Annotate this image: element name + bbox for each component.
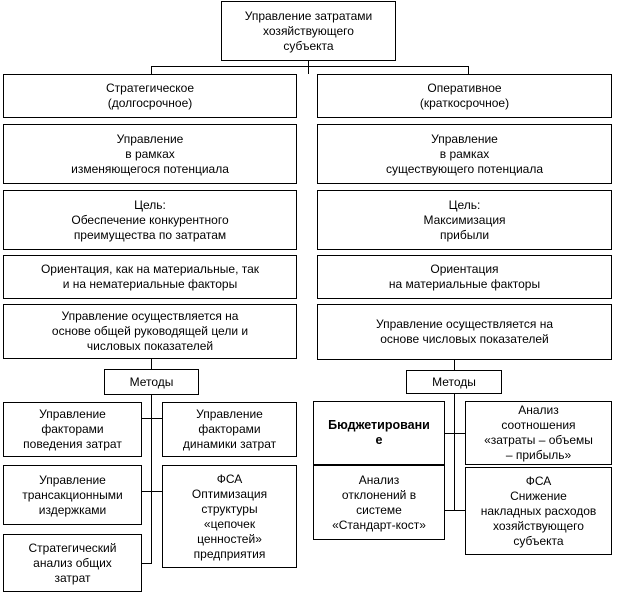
strategic-label: Стратегическое (долгосрочное)	[105, 81, 195, 110]
strategic-orientation-box: Ориентация, как на материальные, так и н…	[3, 255, 297, 299]
operative-method-fsa-label: ФСА Снижение накладных расходов хозяйств…	[480, 473, 597, 548]
connector-line	[468, 66, 469, 74]
operative-orientation-label: Ориентация на материальные факторы	[388, 262, 541, 291]
connector-line	[308, 61, 309, 74]
operative-method-cvp: Анализ соотношения «затраты – объемы – п…	[465, 401, 612, 465]
operative-method-budgeting-label: Бюджетировани е	[328, 418, 430, 447]
root-box: Управление затратами хозяйствующего субъ…	[221, 1, 396, 61]
connector-line	[445, 510, 465, 511]
strategic-method-transaction-label: Управление трансакционными издержками	[22, 472, 123, 517]
strategic-method-transaction: Управление трансакционными издержками	[3, 465, 142, 525]
strategic-method-behavior-label: Управление факторами поведения затрат	[23, 407, 122, 451]
operative-control-label: Управление осуществляется на основе числ…	[376, 317, 553, 346]
strategic-methods-label: Методы	[129, 374, 174, 389]
strategic-method-fsa: ФСА Оптимизация структуры «цепочек ценно…	[162, 465, 297, 568]
root-label: Управление затратами хозяйствующего субъ…	[244, 8, 373, 53]
operative-box: Оперативное (краткосрочное)	[317, 74, 612, 118]
connector-line	[142, 491, 162, 492]
operative-method-cvp-label: Анализ соотношения «затраты – объемы – п…	[484, 403, 593, 462]
operative-method-budgeting: Бюджетировани е	[313, 401, 445, 465]
connector-line	[151, 359, 152, 369]
strategic-goal-box: Цель: Обеспечение конкурентного преимуще…	[3, 190, 297, 250]
connector-line	[151, 66, 468, 67]
connector-line	[454, 360, 455, 370]
operative-method-fsa: ФСА Снижение накладных расходов хозяйств…	[465, 467, 612, 555]
strategic-methods-box: Методы	[104, 369, 199, 395]
operative-control-box: Управление осуществляется на основе числ…	[317, 304, 612, 360]
strategic-box: Стратегическое (долгосрочное)	[3, 74, 297, 118]
strategic-control-box: Управление осуществляется на основе обще…	[3, 304, 297, 359]
strategic-management-box: Управление в рамках изменяющегося потенц…	[3, 124, 297, 184]
operative-methods-label: Методы	[432, 374, 476, 389]
connector-line	[151, 395, 152, 563]
strategic-method-analysis: Стратегический анализ общих затрат	[3, 534, 142, 592]
strategic-method-analysis-label: Стратегический анализ общих затрат	[28, 540, 117, 585]
strategic-control-label: Управление осуществляется на основе обще…	[51, 309, 249, 353]
operative-method-standard-cost-label: Анализ отклонений в системе «Стандарт-ко…	[332, 472, 426, 532]
connector-line	[142, 563, 152, 564]
connector-line	[445, 433, 465, 434]
operative-method-standard-cost: Анализ отклонений в системе «Стандарт-ко…	[313, 465, 445, 540]
operative-orientation-box: Ориентация на материальные факторы	[317, 255, 612, 299]
connector-line	[151, 66, 152, 74]
operative-goal-box: Цель: Максимизация прибыли	[317, 190, 612, 250]
strategic-method-behavior: Управление факторами поведения затрат	[3, 402, 142, 457]
operative-methods-box: Методы	[406, 370, 502, 394]
strategic-goal-label: Цель: Обеспечение конкурентного преимуще…	[71, 197, 229, 242]
operative-management-box: Управление в рамках существующего потенц…	[317, 124, 612, 184]
connector-line	[142, 418, 162, 419]
strategic-method-dynamics-label: Управление факторами динамики затрат	[182, 407, 277, 451]
operative-label: Оперативное (краткосрочное)	[419, 81, 510, 110]
strategic-method-fsa-label: ФСА Оптимизация структуры «цепочек ценно…	[191, 471, 268, 561]
connector-line	[454, 394, 455, 511]
strategic-method-dynamics: Управление факторами динамики затрат	[162, 402, 297, 457]
strategic-orientation-label: Ориентация, как на материальные, так и н…	[40, 262, 260, 291]
strategic-management-label: Управление в рамках изменяющегося потенц…	[71, 131, 229, 176]
operative-goal-label: Цель: Максимизация прибыли	[423, 197, 506, 242]
operative-management-label: Управление в рамках существующего потенц…	[385, 131, 544, 176]
